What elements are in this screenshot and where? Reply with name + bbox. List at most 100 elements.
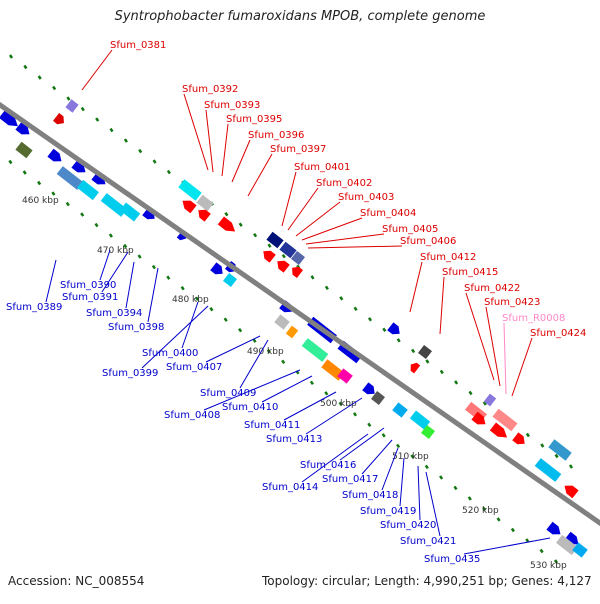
upper-tick-mark xyxy=(80,106,85,112)
bottom-gene-label: Sfum_0414 xyxy=(262,482,318,493)
lower-tick-mark xyxy=(525,538,530,543)
gene-box xyxy=(409,410,431,430)
gene-arrow xyxy=(210,262,223,275)
gene-box xyxy=(100,193,128,217)
label-leader xyxy=(231,139,251,183)
lower-tick-mark xyxy=(8,159,13,165)
label-leader xyxy=(283,391,337,421)
label-leader xyxy=(409,261,423,313)
upper-tick-mark xyxy=(224,212,229,217)
bottom-gene-label: Sfum_0409 xyxy=(200,388,256,399)
gene-box xyxy=(274,314,290,330)
gene-box xyxy=(421,425,435,439)
label-leader xyxy=(239,339,269,389)
gene-box xyxy=(483,393,497,407)
label-leader xyxy=(181,301,199,349)
bottom-gene-label: Sfum_0417 xyxy=(322,474,378,485)
gene-box xyxy=(266,231,284,249)
label-leader xyxy=(485,306,501,387)
lower-tick-mark xyxy=(482,506,487,512)
label-leader xyxy=(147,267,159,323)
upper-tick-mark xyxy=(367,317,373,322)
label-leader xyxy=(305,233,385,245)
bottom-gene-label: Sfum_0421 xyxy=(400,536,456,547)
tick-marks-layer xyxy=(8,54,574,564)
backbone-line xyxy=(0,101,600,527)
lower-tick-mark xyxy=(424,464,429,470)
upper-tick-mark xyxy=(95,117,100,122)
gene-arrow xyxy=(292,266,303,278)
bottom-gene-label: Sfum_0418 xyxy=(342,490,398,501)
upper-tick-mark xyxy=(66,96,71,101)
upper-tick-mark xyxy=(411,348,416,354)
gene-arrow xyxy=(546,521,561,535)
upper-tick-mark xyxy=(238,222,243,227)
label-leader xyxy=(399,457,405,507)
upper-tick-mark xyxy=(52,85,57,91)
lower-tick-mark xyxy=(396,443,401,449)
gene-box xyxy=(56,166,84,190)
lower-tick-mark xyxy=(439,475,444,480)
map-title: Syntrophobacter fumaroxidans MPOB, compl… xyxy=(114,9,486,24)
label-leader xyxy=(417,465,421,521)
upper-tick-mark xyxy=(525,432,530,438)
lower-tick-mark xyxy=(381,433,386,438)
label-leader xyxy=(247,153,273,197)
upper-tick-mark xyxy=(123,138,128,143)
gene-box xyxy=(223,273,237,287)
upper-tick-mark xyxy=(23,64,28,70)
label-leader xyxy=(503,322,507,395)
gene-arrow xyxy=(564,485,579,499)
gene-box xyxy=(15,141,33,159)
label-leader xyxy=(295,201,341,237)
lower-tick-mark xyxy=(453,485,458,491)
top-gene-label: Sfum_0396 xyxy=(248,130,304,141)
label-leader xyxy=(101,251,129,293)
kbp-label: 490 kbp xyxy=(247,347,284,357)
top-gene-label: Sfum_0397 xyxy=(270,144,326,155)
upper-tick-mark xyxy=(540,443,545,448)
lower-tick-mark xyxy=(266,349,271,354)
lower-tick-mark xyxy=(252,338,257,343)
label-leader xyxy=(301,217,363,241)
top-gene-label: Sfum_0395 xyxy=(226,114,282,125)
label-leader xyxy=(339,427,385,461)
bottom-gene-label: Sfum_0394 xyxy=(86,308,142,319)
lower-tick-mark xyxy=(180,286,185,291)
bottom-gene-label: Sfum_0398 xyxy=(108,322,164,333)
upper-tick-mark xyxy=(324,285,329,290)
top-gene-label: Sfum_0381 xyxy=(110,40,166,51)
accession-text: Accession: NC_008554 xyxy=(8,574,145,588)
lower-tick-mark xyxy=(539,548,544,554)
upper-tick-mark xyxy=(267,243,272,248)
top-gene-label: Sfum_0392 xyxy=(182,84,238,95)
lower-tick-mark xyxy=(553,559,559,564)
bottom-gene-label: Sfum_0420 xyxy=(380,520,436,531)
lower-tick-mark xyxy=(94,222,99,228)
lower-tick-mark xyxy=(137,254,142,259)
label-leader xyxy=(281,171,297,227)
upper-tick-mark xyxy=(568,464,574,469)
label-leader xyxy=(305,397,363,435)
lower-tick-mark xyxy=(209,307,214,312)
upper-tick-mark xyxy=(138,148,143,154)
label-leader xyxy=(205,109,214,173)
gene-arrow xyxy=(489,422,508,438)
gene-box xyxy=(279,241,297,259)
lower-tick-mark xyxy=(367,422,372,427)
bottom-gene-label: Sfum_0390 xyxy=(60,280,116,291)
lower-tick-mark xyxy=(166,275,171,280)
gene-arrow xyxy=(410,362,421,374)
kbp-label: 520 kbp xyxy=(462,506,499,516)
top-gene-label: Sfum_0422 xyxy=(464,283,520,294)
upper-tick-mark xyxy=(339,296,344,301)
top-gene-label: Sfum_0405 xyxy=(382,224,438,235)
top-gene-label: Sfum_0393 xyxy=(204,100,260,111)
lower-tick-mark xyxy=(338,401,343,406)
bottom-gene-label: Sfum_0389 xyxy=(6,302,62,313)
lower-tick-mark xyxy=(22,170,27,175)
upper-tick-mark xyxy=(425,359,430,364)
lower-tick-mark xyxy=(309,380,314,385)
gene-box xyxy=(337,368,353,384)
